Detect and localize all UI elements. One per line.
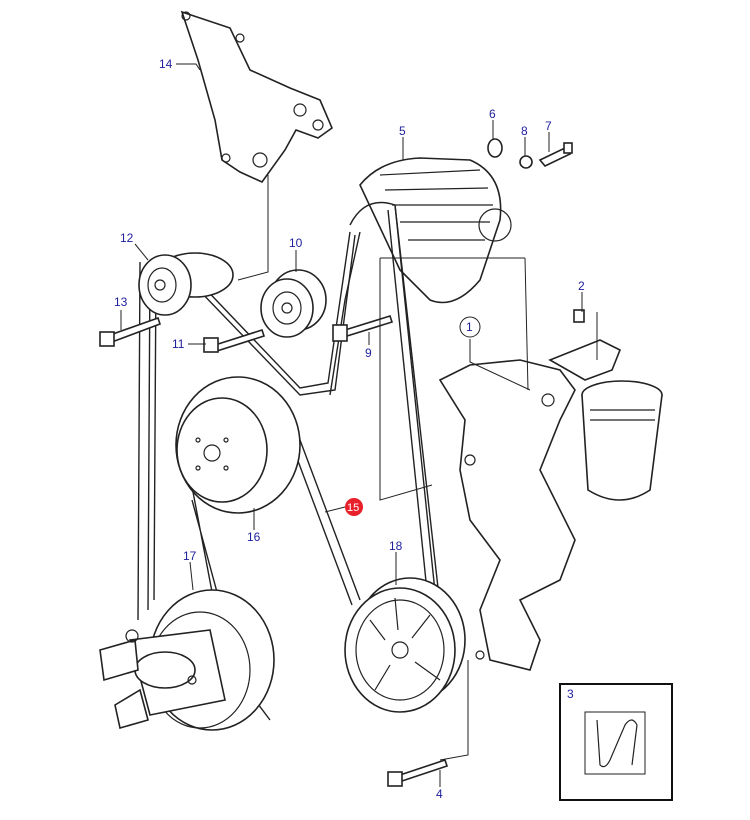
callout-13: 13 [114, 295, 128, 309]
callout-15-highlight [345, 498, 363, 516]
belt-routing-inset-3 [559, 683, 673, 801]
pulley-16 [175, 376, 301, 514]
callout-9: 9 [365, 346, 372, 360]
callout-16: 16 [247, 530, 261, 544]
callout-1-circle [459, 316, 481, 338]
idler-pulley-10 [260, 269, 327, 338]
bracket-1 [438, 359, 576, 671]
mounting-bracket-14 [180, 10, 333, 183]
small-parts-6-7-8 [487, 138, 573, 169]
callout-3: 3 [567, 687, 574, 701]
tensioner-pulley-12 [138, 252, 234, 316]
callout-4: 4 [436, 787, 443, 801]
crank-pulley-18 [344, 577, 466, 713]
callout-18: 18 [389, 539, 403, 553]
callout-1: 1 [466, 320, 473, 334]
callout-10: 10 [289, 236, 303, 250]
callout-11: 11 [172, 337, 185, 351]
callout-6: 6 [489, 107, 496, 121]
water-pump-17 [99, 589, 275, 731]
callout-17: 17 [183, 549, 197, 563]
callout-5: 5 [399, 124, 406, 138]
callout-14: 14 [159, 57, 173, 71]
filter-housing [548, 339, 663, 501]
callout-8: 8 [521, 124, 528, 138]
callout-12: 12 [120, 231, 134, 245]
callout-7: 7 [545, 119, 552, 133]
callout-15: 15 [347, 502, 359, 514]
leader-lines [120, 63, 598, 787]
callout-2: 2 [578, 279, 585, 293]
alternator-5 [359, 157, 512, 304]
callout-labels: 14 6 8 7 5 12 10 13 11 9 1 2 15 16 17 18… [114, 57, 585, 801]
